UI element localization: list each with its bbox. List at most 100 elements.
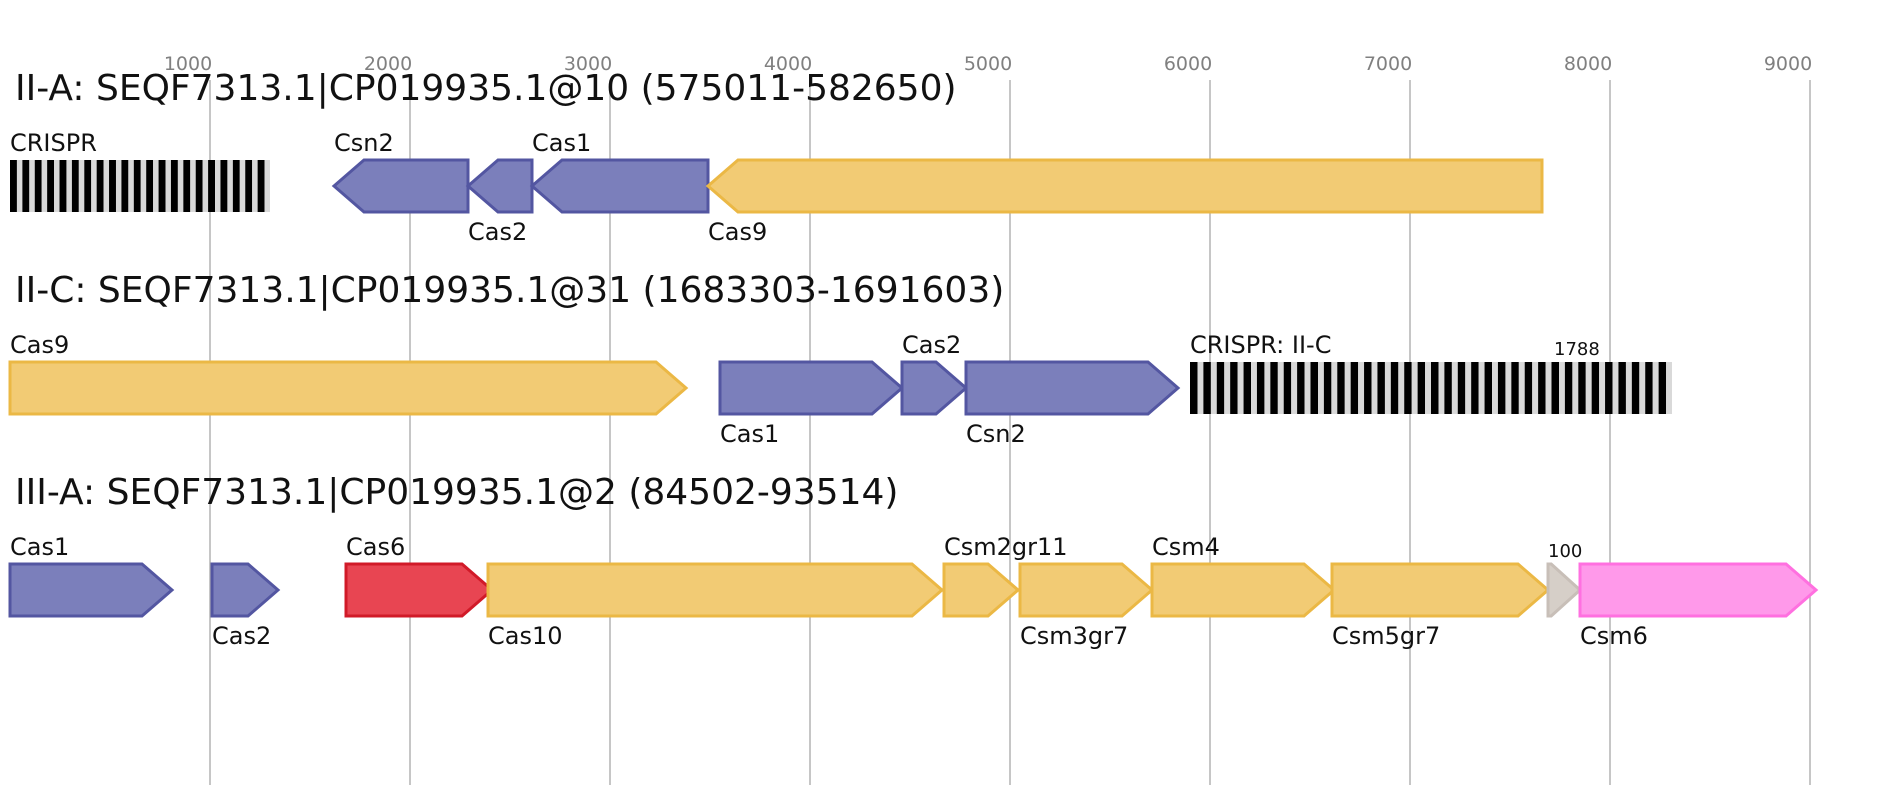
crispr-repeat [34, 160, 42, 212]
crispr-repeat [170, 160, 178, 212]
crispr-repeat [1404, 362, 1412, 414]
crispr-repeat [1350, 362, 1359, 414]
crispr-repeat [1297, 362, 1305, 414]
crispr-spacer [1451, 362, 1458, 414]
gene-label: Csm3gr7 [1020, 622, 1128, 650]
track: II-A: SEQF7313.1|CP019935.1@10 (575011-5… [10, 68, 1544, 246]
crispr-spacer [1197, 362, 1204, 414]
crispr-repeat [121, 160, 129, 212]
crispr-spacer [1505, 362, 1512, 414]
crispr-repeat [158, 160, 166, 212]
crispr-spacer [1277, 362, 1284, 414]
crispr-spacer [165, 160, 171, 212]
crispr-spacer [1438, 362, 1445, 414]
crispr-repeat [1578, 362, 1586, 414]
track-title: II-A: SEQF7313.1|CP019935.1@10 (575011-5… [15, 68, 957, 109]
crispr-spacer [103, 160, 110, 212]
tick-label: 9000 [1764, 53, 1812, 75]
crispr-repeat [109, 160, 116, 212]
crispr-spacer [54, 160, 60, 212]
crispr-array [1190, 362, 1672, 414]
crispr-spacer [1291, 362, 1298, 414]
tick-label: 4000 [764, 53, 812, 75]
tick-label: 1000 [164, 53, 212, 75]
crispr-repeat [22, 160, 30, 212]
crispr-spacer [1411, 362, 1418, 414]
gene-label: Cas1 [720, 420, 779, 448]
crispr-repeat [1645, 362, 1653, 414]
gene-arrow [705, 158, 1544, 214]
gene-label: Csn2 [334, 129, 394, 157]
feature-note: 1788 [1554, 339, 1600, 360]
gene-arrow [1546, 562, 1583, 618]
gene-label: Cas1 [532, 129, 591, 157]
crispr-spacer [1585, 362, 1592, 414]
tick-label: 8000 [1564, 53, 1612, 75]
crispr-spacer [1545, 362, 1552, 414]
crispr-spacer [1625, 362, 1632, 414]
crispr-repeat [257, 160, 265, 212]
crispr-repeat [1310, 362, 1318, 414]
crispr-spacer [1572, 362, 1579, 414]
crispr-spacer [1264, 362, 1271, 414]
crispr-spacer [1639, 362, 1646, 414]
crispr-spacer [1251, 362, 1257, 414]
gene-label: Cas1 [10, 533, 69, 561]
crispr-spacer [1492, 362, 1498, 414]
crispr-repeat [146, 160, 154, 212]
crispr-spacer [1304, 362, 1311, 414]
crispr-repeat [1190, 362, 1198, 414]
tick-label: 3000 [564, 53, 612, 75]
crispr-repeat [245, 160, 253, 212]
crispr-spacer [91, 160, 97, 212]
crispr-repeat [195, 160, 203, 212]
crispr-repeat [1256, 362, 1265, 414]
crispr-spacer [78, 160, 85, 212]
track: III-A: SEQF7313.1|CP019935.1@2 (84502-93… [8, 472, 1819, 650]
crispr-repeat [10, 160, 17, 212]
gene-arrow [465, 158, 534, 214]
crispr-spacer [177, 160, 184, 212]
gene-label: Cas2 [468, 218, 527, 246]
gene-label: Cas6 [346, 533, 405, 561]
crispr-spacer [1358, 362, 1365, 414]
crispr-repeat [183, 160, 191, 212]
gene-arrow [718, 360, 905, 416]
crispr-repeat [1230, 362, 1238, 414]
crispr-repeat [1283, 362, 1292, 414]
crispr-spacer [1612, 362, 1619, 414]
tick-label: 5000 [964, 53, 1012, 75]
gene-arrow [529, 158, 710, 214]
crispr-repeat [1337, 362, 1345, 414]
gene-label: Csm6 [1580, 622, 1648, 650]
crispr-repeat [59, 160, 67, 212]
gene-label: Csm4 [1152, 533, 1220, 561]
gene-arrow [210, 562, 281, 618]
crispr-spacer [66, 160, 72, 212]
crispr-spacer [1237, 362, 1244, 414]
crispr-repeat [1484, 362, 1493, 414]
gene-label: Cas9 [708, 218, 767, 246]
crispr-repeat [1605, 362, 1613, 414]
crispr-repeat [84, 160, 92, 212]
crispr-spacer [16, 160, 23, 212]
crispr-spacer [140, 160, 147, 212]
track-title: III-A: SEQF7313.1|CP019935.1@2 (84502-93… [15, 472, 898, 513]
gene-label: Csm5gr7 [1332, 622, 1440, 650]
tick-label: 2000 [364, 53, 412, 75]
gene-label: Cas9 [10, 331, 69, 359]
gene-arrow [344, 562, 495, 618]
tracks: II-A: SEQF7313.1|CP019935.1@10 (575011-5… [8, 68, 1819, 650]
crispr-repeat [208, 160, 216, 212]
crispr-spacer [227, 160, 233, 212]
gene-label: CRISPR [10, 129, 97, 157]
tick-label: 7000 [1364, 53, 1412, 75]
crispr-repeat [1618, 362, 1626, 414]
crispr-spacer [29, 160, 35, 212]
crispr-repeat [220, 160, 228, 212]
crispr-spacer [115, 160, 122, 212]
crispr-spacer [1384, 362, 1391, 414]
gene-arrow [964, 360, 1181, 416]
gene-label: Cas2 [902, 331, 961, 359]
